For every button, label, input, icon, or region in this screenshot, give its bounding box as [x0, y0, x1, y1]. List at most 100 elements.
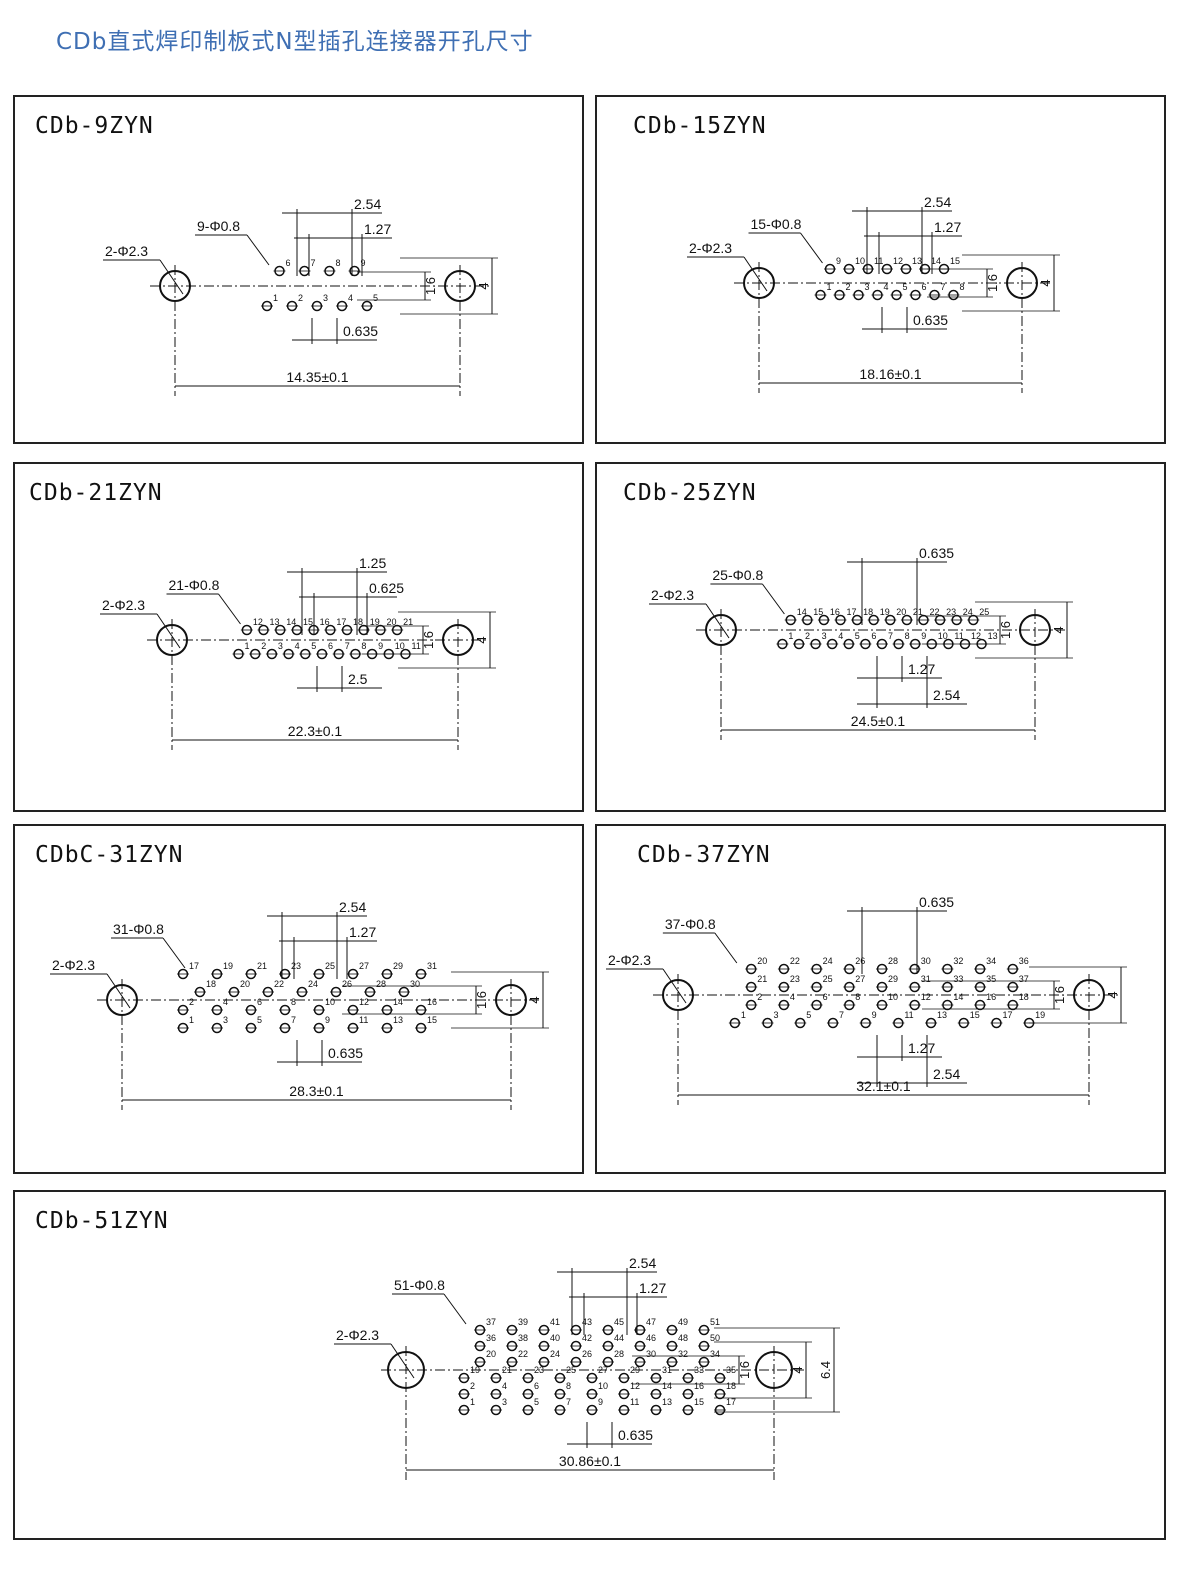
pin-spec-leader — [443, 1293, 467, 1325]
pin-number: 30 — [646, 1349, 656, 1359]
panel-title: CDb-51ZYN — [35, 1208, 169, 1234]
pin-number: 24 — [308, 979, 318, 989]
pin-number: 29 — [630, 1365, 640, 1375]
pin-number: 25 — [979, 607, 989, 617]
pin-number: 20 — [896, 607, 906, 617]
pin-number: 50 — [710, 1333, 720, 1343]
pin-number: 8 — [566, 1381, 571, 1391]
vertical-dimension-label: 1.6 — [423, 277, 438, 295]
pin-number: 23 — [291, 961, 301, 971]
pin-number: 13 — [662, 1397, 672, 1407]
dimension-label: 2.5 — [348, 671, 368, 687]
pin-number: 36 — [1019, 956, 1029, 966]
vertical-dimension-label: 1.6 — [1052, 986, 1067, 1004]
pin-number: 16 — [986, 992, 996, 1002]
pin-number: 31 — [427, 961, 437, 971]
pin-number: 16 — [830, 607, 840, 617]
pin-number: 24 — [550, 1349, 560, 1359]
pin-number: 1 — [245, 641, 250, 651]
pin-number: 41 — [550, 1317, 560, 1327]
pin-number: 10 — [938, 631, 948, 641]
span-dimension-label: 18.16±0.1 — [859, 366, 921, 382]
pin-number: 10 — [598, 1381, 608, 1391]
pin-number: 15 — [427, 1015, 437, 1025]
hole-spec-leader — [743, 256, 768, 292]
pin-number: 8 — [960, 282, 965, 292]
hole-spec-label: 2-Φ2.3 — [102, 597, 145, 613]
pin-number: 34 — [986, 956, 996, 966]
hole-spec-leader — [705, 603, 730, 639]
pin-number: 1 — [189, 1015, 194, 1025]
panel-title: CDb-15ZYN — [633, 113, 767, 139]
pin-number: 7 — [566, 1397, 571, 1407]
pin-number: 2 — [805, 631, 810, 641]
pin-number: 11 — [904, 1010, 913, 1020]
pin-number: 8 — [291, 997, 296, 1007]
pin-number: 12 — [359, 997, 369, 1007]
pin-number: 23 — [534, 1365, 544, 1375]
pin-number: 22 — [790, 956, 800, 966]
pin-number: 33 — [953, 974, 963, 984]
pin-number: 5 — [311, 641, 316, 651]
pin-number: 21 — [403, 617, 413, 627]
dimension-label: 2.54 — [339, 899, 366, 915]
pin-number: 19 — [880, 607, 890, 617]
pin-number: 17 — [847, 607, 857, 617]
pin-number: 17 — [726, 1397, 736, 1407]
dimension-label: 0.635 — [618, 1427, 653, 1443]
pin-number: 5 — [903, 282, 908, 292]
dimension-label: 2.54 — [933, 1066, 960, 1082]
pin-number: 43 — [582, 1317, 592, 1327]
pin-number: 49 — [678, 1317, 688, 1327]
vertical-dimension-label: 4 — [1038, 279, 1053, 286]
dimension-label: 2.54 — [354, 196, 381, 212]
pin-number: 8 — [336, 258, 341, 268]
pin-number: 12 — [971, 631, 981, 641]
pin-number: 2 — [298, 293, 303, 303]
vertical-dimension-label: 1.6 — [474, 991, 489, 1009]
hole-spec-label: 2-Φ2.3 — [336, 1327, 379, 1343]
pin-number: 8 — [361, 641, 366, 651]
pin-number: 16 — [427, 997, 437, 1007]
span-dimension-label: 24.5±0.1 — [851, 713, 906, 729]
hole-spec-label: 2-Φ2.3 — [105, 243, 148, 259]
pin-number: 12 — [921, 992, 931, 1002]
pin-number: 9 — [598, 1397, 603, 1407]
pin-number: 23 — [790, 974, 800, 984]
pin-number: 30 — [921, 956, 931, 966]
pin-spec-label: 21-Φ0.8 — [169, 577, 220, 593]
dimension-label: 0.635 — [343, 323, 378, 339]
pin-number: 4 — [223, 997, 228, 1007]
pin-number: 25 — [823, 974, 833, 984]
pin-number: 14 — [662, 1381, 672, 1391]
pin-number: 2 — [189, 997, 194, 1007]
pin-number: 23 — [946, 607, 956, 617]
pin-spec-label: 25-Φ0.8 — [712, 567, 763, 583]
pin-number: 4 — [790, 992, 795, 1002]
pin-number: 13 — [988, 631, 998, 641]
pin-number: 4 — [884, 282, 889, 292]
pin-number: 19 — [223, 961, 233, 971]
dimension-label: 2.54 — [924, 194, 951, 210]
pin-number: 6 — [286, 258, 291, 268]
pin-number: 15 — [970, 1010, 980, 1020]
pin-number: 27 — [598, 1365, 608, 1375]
pin-spec-leader — [246, 234, 270, 266]
pin-number: 12 — [630, 1381, 640, 1391]
pin-number: 45 — [614, 1317, 624, 1327]
vertical-dimension-label: 4 — [474, 636, 489, 643]
pin-number: 22 — [274, 979, 284, 989]
span-dimension-label: 14.35±0.1 — [286, 369, 348, 385]
pin-number: 1 — [470, 1397, 475, 1407]
pin-number: 15 — [303, 617, 313, 627]
pin-number: 10 — [325, 997, 335, 1007]
dimension-label: 1.27 — [349, 924, 376, 940]
pin-number: 10 — [395, 641, 405, 651]
pin-number: 18 — [206, 979, 216, 989]
pin-number: 3 — [865, 282, 870, 292]
pin-number: 3 — [223, 1015, 228, 1025]
